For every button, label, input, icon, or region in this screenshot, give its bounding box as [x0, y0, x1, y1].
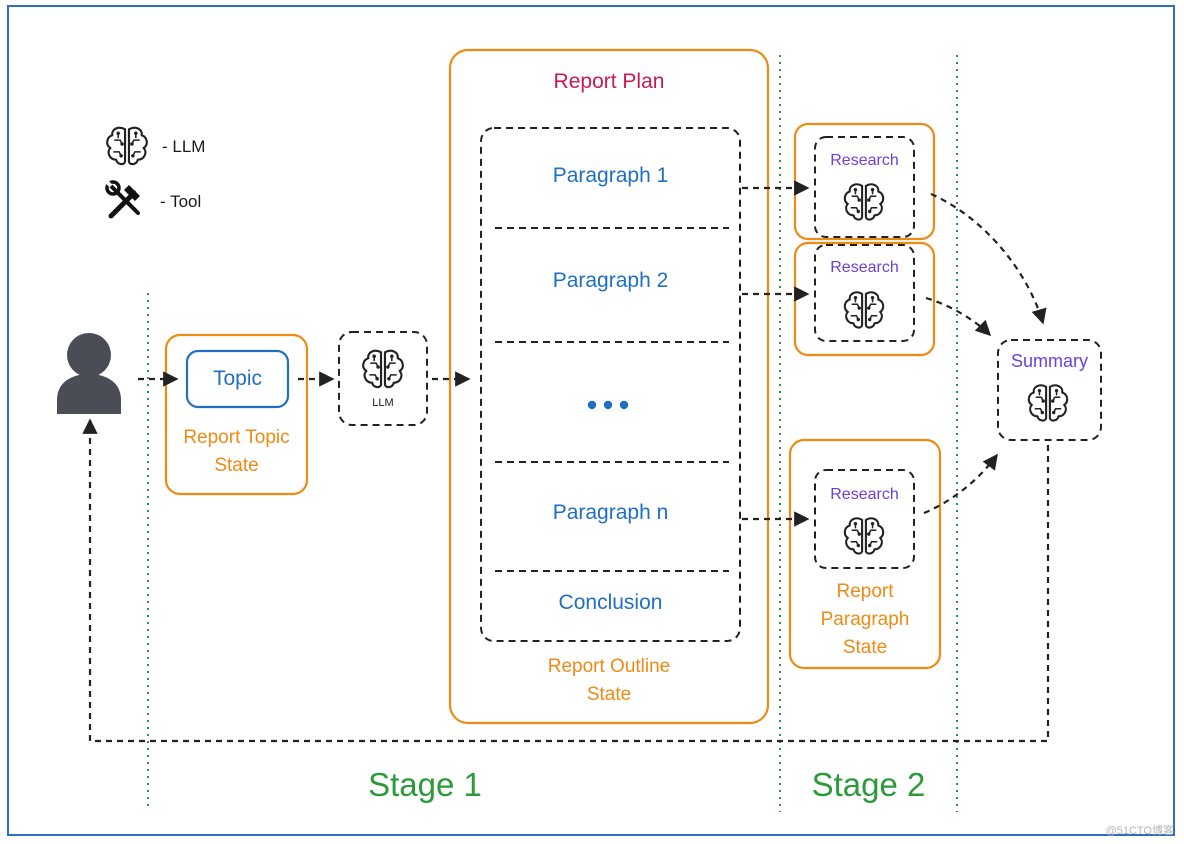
report-plan-title: Report Plan [553, 70, 665, 93]
stage2-label: Stage 2 [811, 766, 926, 803]
topic-label: Topic [212, 367, 263, 390]
llm-node-label: LLM [372, 397, 394, 409]
paragraph-2-label: Paragraph 2 [552, 269, 669, 292]
research-node-2 [814, 244, 915, 342]
watermark: @51CTO博客 [1105, 825, 1174, 837]
research-node-3 [814, 469, 915, 569]
outline-state-line2: State [586, 684, 632, 705]
paragraph-state-line1: Report [836, 581, 894, 602]
legend-tool-label: - Tool [160, 192, 202, 211]
summary-label: Summary [1010, 351, 1088, 371]
paragraph-1-label: Paragraph 1 [552, 164, 669, 187]
paragraph-state-line2: Paragraph [820, 609, 910, 630]
topic-state-line1: Report Topic [183, 427, 290, 448]
diagram-frame [7, 5, 1175, 836]
arrow-research3-to-summary [923, 453, 998, 515]
report-plan-box [448, 48, 770, 725]
connector-arrows [82, 180, 1050, 743]
ellipsis-dots [587, 400, 629, 410]
research-node-1 [814, 136, 915, 238]
research-label-1: Research [830, 152, 899, 169]
hammer-wrench-icon [105, 180, 140, 219]
arrow-feedback-to-user [82, 418, 1050, 743]
outline-state-line1: Report Outline [547, 656, 671, 677]
arrow-research1-to-summary [930, 192, 1047, 325]
research-label-3: Research [830, 486, 899, 503]
topic-box [185, 349, 290, 409]
arrow-research2-to-summary [925, 296, 992, 337]
paragraph-state-line3: State [842, 637, 888, 658]
conclusion-label: Conclusion [558, 591, 663, 614]
report-paragraph-state-box [788, 438, 942, 670]
stage1-label: Stage 1 [368, 766, 482, 803]
legend-llm-label: - LLM [162, 137, 206, 156]
report-topic-state-box [164, 333, 309, 496]
research-label-2: Research [830, 259, 899, 276]
llm-node-box [338, 331, 428, 426]
paragraph-n-label: Paragraph n [552, 501, 669, 524]
report-outline-box [480, 127, 741, 642]
brain-icon [106, 126, 148, 166]
user-icon [57, 333, 121, 414]
topic-state-line2: State [214, 455, 259, 476]
